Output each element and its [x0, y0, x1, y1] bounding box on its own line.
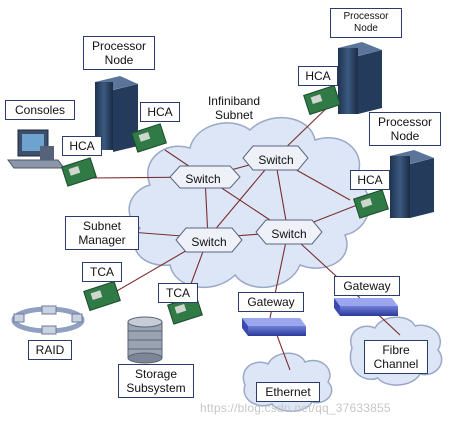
tca-card-left: [83, 280, 121, 312]
consoles-label: Consoles: [5, 100, 75, 120]
infiniband-subnet-label: Infiniband Subnet: [207, 94, 261, 122]
processor-node-tower-right: [390, 150, 434, 218]
tca-mid-label: TCA: [158, 283, 198, 303]
gateway-device-right: [334, 298, 398, 316]
switch-mid-left-label: Switch: [191, 235, 227, 249]
switch-icon-top-right: [242, 145, 309, 171]
hca-card-left: [61, 157, 97, 187]
hca-top-right-label: HCA: [298, 66, 338, 86]
tca-left-label: TCA: [82, 262, 122, 282]
processor-node-left-label: Processor Node: [83, 36, 155, 70]
ethernet-label: Ethernet: [256, 382, 320, 402]
consoles-computer-icon: [7, 129, 65, 169]
switch-icon-top-left: [169, 165, 241, 189]
storage-disk-stack-icon: [127, 316, 163, 364]
raid-ring-icon: [11, 305, 85, 335]
processor-node-tower-top-right: [338, 42, 382, 114]
switch-mid-right-label: Switch: [271, 227, 307, 241]
switch-icon-mid-left: [175, 227, 243, 253]
switch-top-left-label: Switch: [185, 172, 221, 186]
fibre-channel-label: Fibre Channel: [364, 340, 428, 374]
gateway-device-left: [242, 318, 306, 336]
hca-card-mid: [131, 123, 167, 153]
hca-card-top-right: [303, 84, 341, 116]
storage-subsystem-label: Storage Subsystem: [118, 364, 194, 398]
raid-label: RAID: [28, 340, 72, 360]
subnet-manager-label: Subnet Manager: [65, 216, 139, 250]
hca-right-label: HCA: [350, 170, 390, 190]
hca-mid-label: HCA: [140, 102, 180, 122]
processor-node-top-right-label: Processor Node: [330, 8, 402, 38]
switch-top-right-label: Switch: [258, 153, 294, 167]
switch-icon-mid-right: [255, 219, 323, 245]
hca-left-label: HCA: [62, 136, 102, 156]
processor-node-right-label: Processor Node: [369, 112, 441, 146]
watermark-text: https://blog.csdn.net/qq_37633855: [200, 401, 391, 415]
gateway-left-label: Gateway: [238, 292, 304, 312]
hca-card-right: [353, 189, 389, 219]
gateway-right-label: Gateway: [334, 276, 400, 296]
